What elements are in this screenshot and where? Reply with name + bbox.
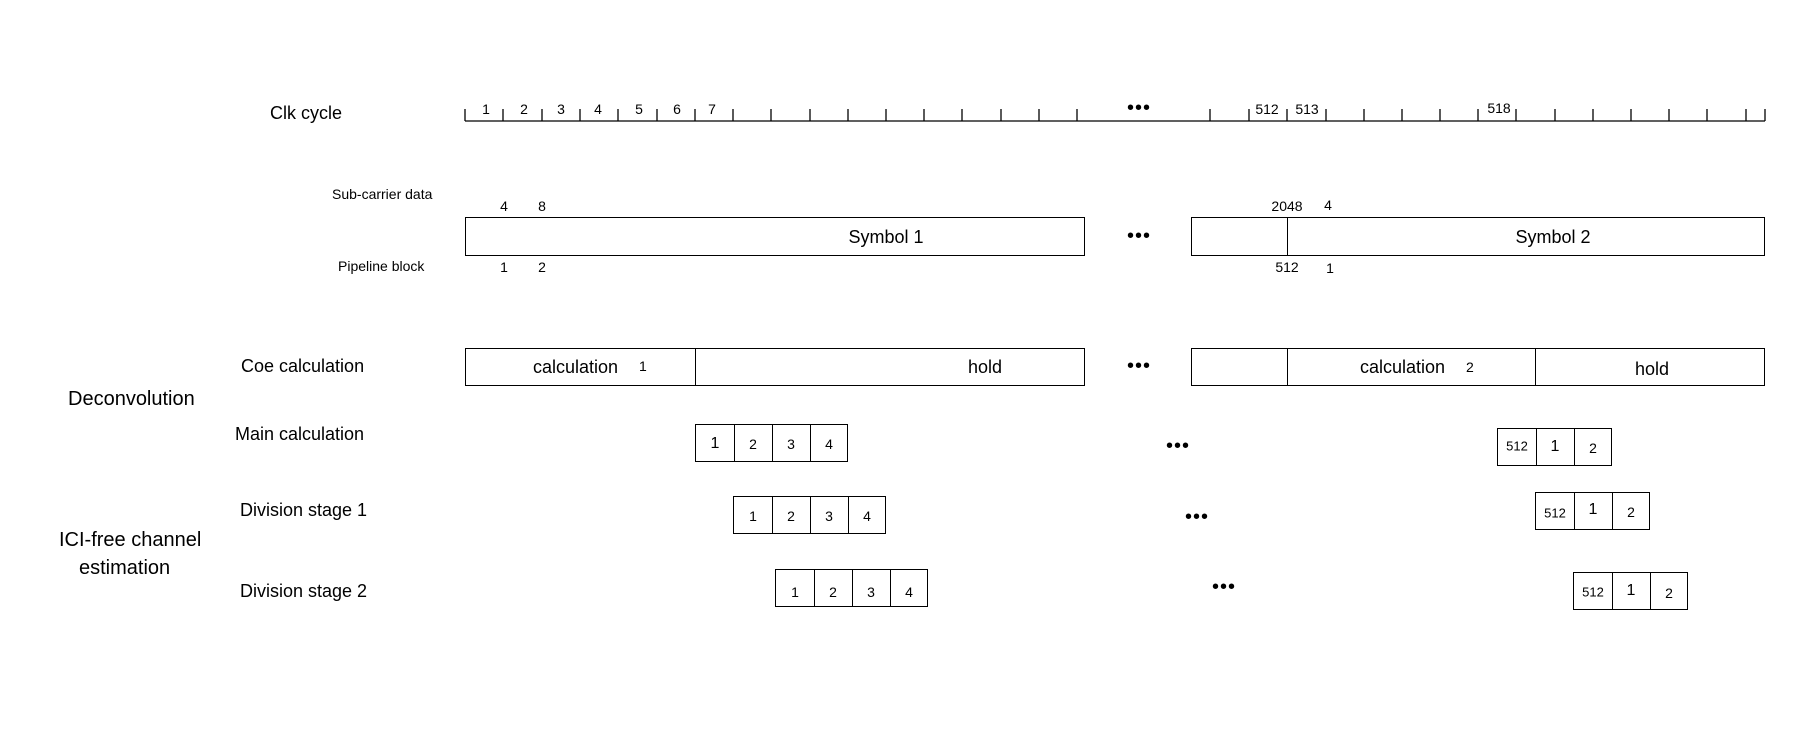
div2-ellipsis: ••• (1211, 576, 1237, 598)
deconvolution-label: Deconvolution (68, 388, 195, 410)
main-cell-number: 3 (787, 436, 795, 452)
div1-cell-number: 2 (1627, 504, 1635, 520)
clk-tick-label: 513 (1295, 101, 1319, 117)
hold-label: hold (1635, 359, 1670, 379)
symbol-1-label: Symbol 1 (848, 227, 924, 247)
cell-divider (1574, 493, 1575, 529)
clk-ellipsis: ••• (1126, 97, 1152, 119)
symbol-1-box: Symbol 1 (465, 217, 1085, 256)
coe-calculation-label: Coe calculation (241, 356, 365, 376)
sub-carrier-data-label: Sub-carrier data (332, 186, 433, 202)
main-ellipsis: ••• (1165, 435, 1191, 457)
symbol-2-divider (1287, 218, 1288, 255)
div1-cell-number: 1 (749, 508, 757, 524)
div1-cells-b: 512 1 2 (1535, 492, 1650, 530)
div2-cell-number: 3 (867, 584, 875, 600)
symbol-ellipsis: ••• (1126, 225, 1152, 247)
cell-divider (1536, 429, 1537, 465)
cell-divider (772, 497, 773, 533)
pipeline-mark: 512 (1275, 259, 1299, 275)
div2-cells-b: 512 1 2 (1573, 572, 1688, 610)
main-calculation-label: Main calculation (235, 424, 365, 444)
calculation-number: 1 (639, 358, 647, 374)
cell-divider (810, 497, 811, 533)
coe-calc-box-1: calculation 1 hold (465, 348, 1085, 386)
cell-divider (810, 425, 811, 461)
main-cell-number: 1 (1550, 438, 1560, 455)
main-cell-number: 512 (1506, 438, 1528, 454)
cell-divider (1612, 573, 1613, 609)
clk-tick-label: 2 (520, 101, 528, 117)
div1-cell-number: 1 (1588, 501, 1598, 518)
clk-tick-label: 7 (708, 101, 716, 117)
ici-free-label-line1: ICI-free channel (59, 529, 202, 551)
clk-tick-label: 4 (594, 101, 602, 117)
div1-cell-number: 2 (787, 508, 795, 524)
div2-cell-number: 1 (1626, 582, 1636, 599)
hold-label: hold (968, 357, 1003, 377)
clk-tick-label: 1 (482, 101, 490, 117)
pipeline-mark: 1 (500, 259, 508, 275)
cell-divider (1612, 493, 1613, 529)
div2-cell-number: 512 (1582, 584, 1604, 600)
ici-free-label-line2: estimation (79, 557, 171, 579)
sub-carrier-mark: 4 (500, 198, 508, 214)
calculation-label: calculation (1360, 357, 1446, 377)
symbol-2-label: Symbol 2 (1515, 227, 1591, 247)
sub-carrier-mark: 2048 (1271, 198, 1303, 214)
main-cell-number: 2 (1589, 440, 1597, 456)
clk-tick-label: 6 (673, 101, 681, 117)
clk-tick-label: 5 (635, 101, 643, 117)
coe-ellipsis: ••• (1126, 355, 1152, 377)
pipeline-mark: 1 (1326, 260, 1334, 276)
cell-divider (1650, 573, 1651, 609)
div1-ellipsis: ••• (1184, 506, 1210, 528)
main-cell-number: 1 (710, 435, 720, 452)
coe-divider (1535, 349, 1536, 385)
clk-tick-label: 518 (1487, 100, 1511, 116)
main-calc-cells-b: 512 1 2 (1497, 428, 1612, 466)
main-calc-cells-a: 1 2 3 4 (695, 424, 848, 462)
cell-divider (734, 425, 735, 461)
cell-divider (1574, 429, 1575, 465)
cell-divider (814, 570, 815, 606)
div2-cell-number: 4 (905, 584, 913, 600)
cell-divider (772, 425, 773, 461)
main-cell-number: 2 (749, 436, 757, 452)
div1-cell-number: 4 (863, 508, 871, 524)
cell-divider (890, 570, 891, 606)
clk-cycle-label: Clk cycle (270, 103, 343, 123)
coe-divider (695, 349, 696, 385)
cell-divider (848, 497, 849, 533)
pipeline-mark: 2 (538, 259, 546, 275)
sub-carrier-mark: 8 (538, 198, 546, 214)
div1-cell-number: 512 (1544, 505, 1566, 521)
division-stage-1-label: Division stage 1 (240, 500, 368, 520)
cell-divider (852, 570, 853, 606)
div1-cells-a: 1 2 3 4 (733, 496, 886, 534)
sub-carrier-mark: 4 (1324, 197, 1332, 213)
calculation-label: calculation (533, 357, 619, 377)
symbol-2-box: Symbol 2 (1191, 217, 1765, 256)
main-cell-number: 4 (825, 436, 833, 452)
div2-cell-number: 2 (829, 584, 837, 600)
div2-cells-a: 1 2 3 4 (775, 569, 928, 607)
div2-cell-number: 1 (791, 584, 799, 600)
calculation-number: 2 (1466, 359, 1474, 375)
coe-calc-box-2: calculation 2 hold (1191, 348, 1765, 386)
pipeline-block-label: Pipeline block (338, 258, 425, 274)
clk-tick-label: 512 (1255, 101, 1279, 117)
clk-tick-label: 3 (557, 101, 565, 117)
coe-divider (1287, 349, 1288, 385)
div1-cell-number: 3 (825, 508, 833, 524)
division-stage-2-label: Division stage 2 (240, 581, 368, 601)
div2-cell-number: 2 (1665, 585, 1673, 601)
